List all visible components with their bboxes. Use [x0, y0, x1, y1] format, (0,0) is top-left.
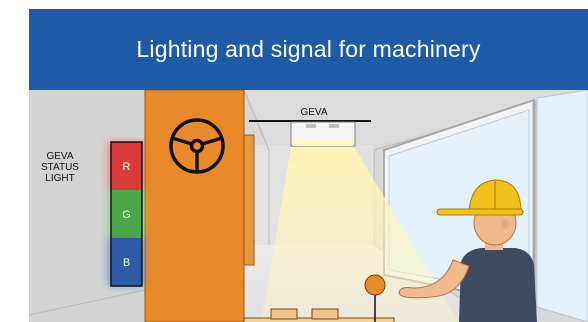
lamp-led-1 [306, 124, 316, 128]
header-banner: Lighting and signal for machinery [29, 9, 588, 90]
machine-room-scene: GEVA R G B GEVA STATUS LIGHT [29, 90, 588, 322]
worker-body [459, 248, 537, 322]
status-label-line2: STATUS [41, 162, 79, 173]
status-segment-r: R [123, 161, 131, 173]
status-segment-g: G [122, 209, 131, 221]
status-segment-b: B [123, 257, 130, 269]
status-label-line3: LIGHT [45, 173, 74, 184]
machine-column [145, 90, 244, 322]
page-title: Lighting and signal for machinery [136, 36, 480, 63]
machine-side-panel [244, 135, 254, 265]
status-label-line1: GEVA [46, 151, 73, 162]
window-far [537, 90, 588, 322]
worker-helmet-brim [437, 209, 523, 215]
lever-knob [365, 275, 385, 295]
console-button-2 [312, 309, 338, 319]
worker-ear [502, 219, 509, 229]
lamp-label: GEVA [300, 107, 327, 118]
console-button-1 [271, 309, 297, 319]
illustration: Lighting and signal for machinery [29, 9, 588, 322]
lamp-diffuser [293, 140, 353, 146]
lamp-led-2 [329, 124, 339, 128]
